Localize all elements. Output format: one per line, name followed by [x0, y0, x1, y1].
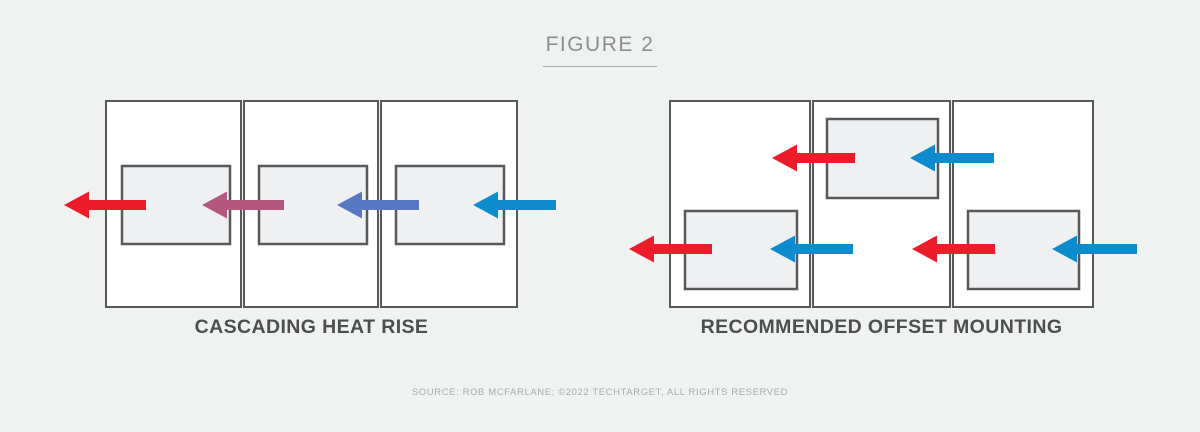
airflow-arrow-hot: [772, 144, 855, 172]
airflow-arrow-cold: [910, 144, 994, 172]
airflow-arrow-cold: [1052, 235, 1137, 263]
diagram-cascading-heat-rise: [64, 100, 556, 308]
diagram-caption-recommended-offset-mounting: RECOMMENDED OFFSET MOUNTING: [700, 316, 1063, 338]
airflow-arrow-warm: [202, 191, 284, 219]
airflow-arrow-hot: [64, 191, 146, 219]
figure-title-text: FIGURE 2: [542, 33, 658, 67]
source-attribution: SOURCE: ROB MCFARLANE; ©2022 TECHTARGET,…: [411, 387, 789, 398]
diagram-caption-cascading-heat-rise: CASCADING HEAT RISE: [194, 316, 429, 338]
diagram-recommended-offset-mounting: [629, 100, 1137, 308]
figure-title: FIGURE 2: [0, 33, 1200, 67]
airflow-arrow-cold: [770, 235, 853, 263]
airflow-arrow-cool: [337, 191, 419, 219]
airflow-arrow-hot: [912, 235, 995, 263]
airflow-arrow-hot: [629, 235, 712, 263]
airflow-arrow-cold: [473, 191, 556, 219]
